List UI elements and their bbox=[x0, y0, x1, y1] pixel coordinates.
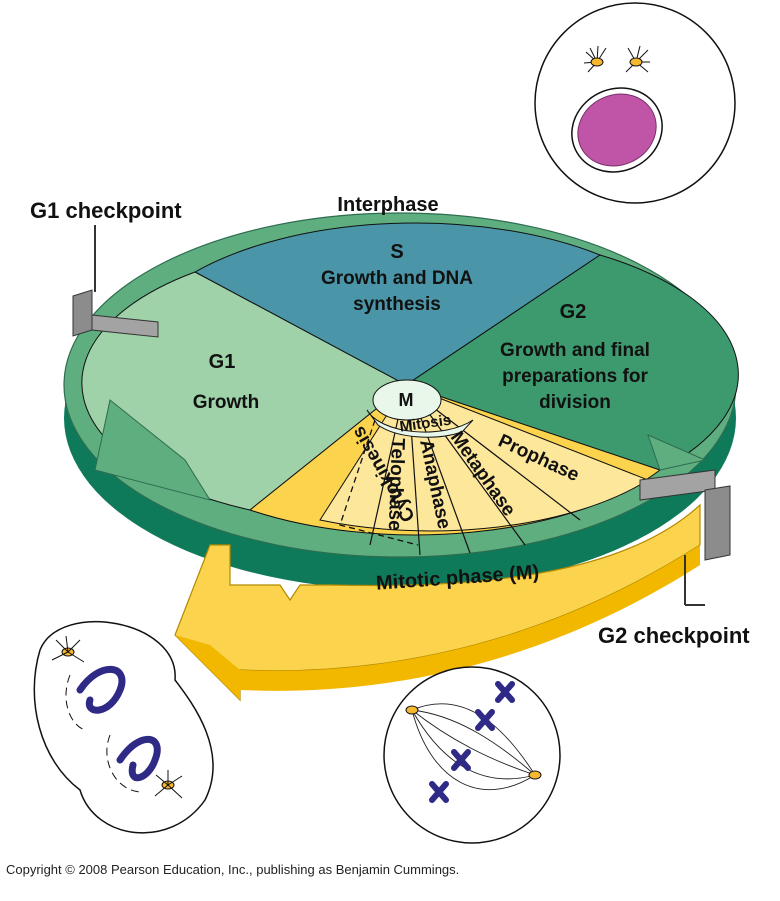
telophase-label: Telophase bbox=[384, 438, 408, 531]
copyright-notice: Copyright © 2008 Pearson Education, Inc.… bbox=[6, 862, 460, 877]
g2-phase-desc-2: preparations for bbox=[502, 366, 648, 387]
m-hub-label: M bbox=[399, 390, 414, 410]
metaphase-cell-illustration bbox=[383, 666, 561, 844]
g1-checkpoint-marker bbox=[72, 225, 159, 338]
g2-checkpoint-label: G2 checkpoint bbox=[598, 623, 750, 648]
g2-phase-title: G2 bbox=[560, 301, 587, 323]
s-phase-title: S bbox=[390, 241, 403, 263]
g2-phase-desc-1: Growth and final bbox=[500, 340, 650, 361]
s-phase-desc-1: Growth and DNA bbox=[321, 268, 473, 289]
s-phase-desc-2: synthesis bbox=[353, 294, 441, 315]
g1-phase-desc: Growth bbox=[193, 392, 260, 413]
g1-phase-title: G1 bbox=[209, 351, 236, 373]
mitotic-phase-arrow bbox=[174, 503, 701, 702]
cycle-wheel bbox=[63, 212, 739, 702]
interphase-cell-illustration bbox=[534, 2, 736, 204]
g1-checkpoint-label: G1 checkpoint bbox=[30, 198, 182, 223]
g2-checkpoint-marker bbox=[639, 469, 731, 606]
interphase-label: Interphase bbox=[337, 194, 438, 216]
g2-phase-desc-3: division bbox=[539, 392, 611, 413]
telophase-cell-illustration bbox=[33, 620, 214, 834]
